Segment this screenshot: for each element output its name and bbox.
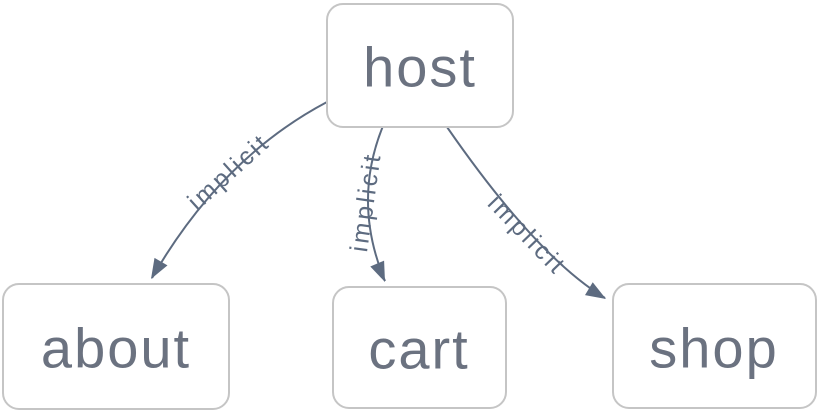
edge-label-host-about: implicit xyxy=(182,128,275,216)
arrowhead-about xyxy=(151,257,168,279)
node-about-box[interactable] xyxy=(2,283,230,410)
node-shop-box[interactable] xyxy=(612,283,817,409)
node-cart-box[interactable] xyxy=(332,286,507,409)
node-cart-label: cart xyxy=(368,318,469,381)
node-shop-label: shop xyxy=(649,317,778,380)
arrowhead-shop xyxy=(584,282,606,299)
nodes: host about cart shop xyxy=(2,3,817,410)
arrowhead-cart xyxy=(370,260,385,282)
edge-label-host-shop: implicit xyxy=(482,189,572,281)
edge-host-shop[interactable] xyxy=(446,126,606,299)
edge-host-cart[interactable] xyxy=(367,125,386,282)
edge-label-host-cart: implicit xyxy=(345,150,387,253)
node-about[interactable]: about xyxy=(2,283,230,410)
node-shop[interactable]: shop xyxy=(612,283,817,409)
edges xyxy=(151,101,606,299)
node-host-box[interactable] xyxy=(326,3,514,128)
node-about-label: about xyxy=(41,317,191,380)
node-cart[interactable]: cart xyxy=(332,286,507,409)
node-host-label: host xyxy=(363,36,477,99)
node-host[interactable]: host xyxy=(326,3,514,128)
edge-host-about[interactable] xyxy=(151,101,328,279)
